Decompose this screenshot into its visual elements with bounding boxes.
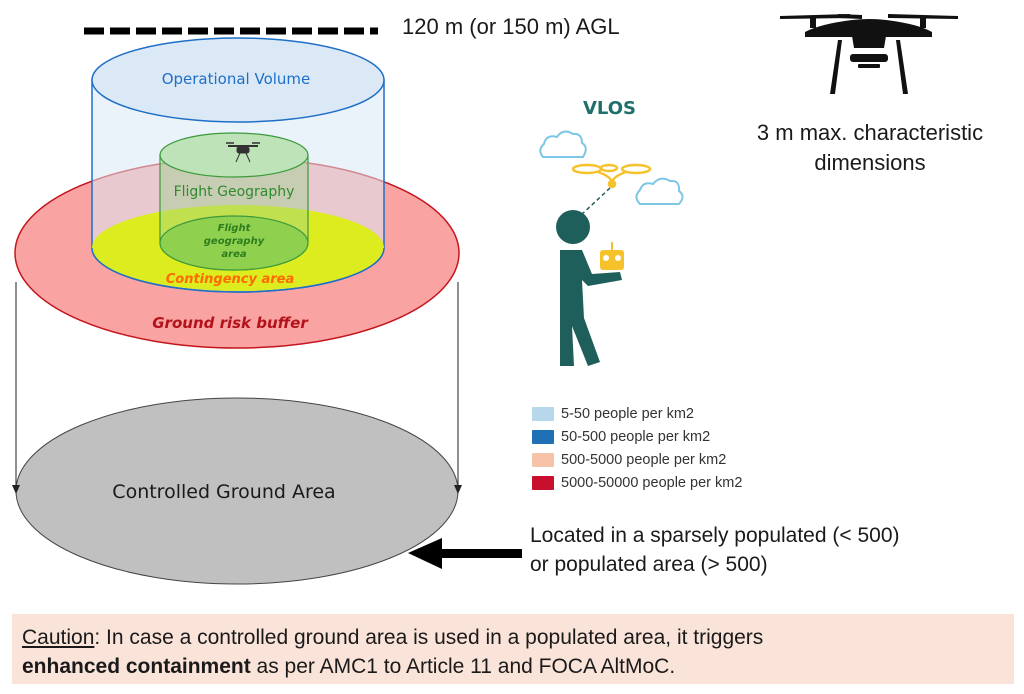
contingency-area-label: Contingency area	[166, 272, 295, 287]
population-density-legend: 5-50 people per km2 50-500 people per km…	[532, 404, 742, 496]
legend-item: 500-5000 people per km2	[532, 450, 742, 470]
flight-geography-area-label-1: Flight	[218, 223, 252, 234]
legend-swatch	[532, 476, 554, 490]
caution-box: Caution: In case a controlled ground are…	[12, 614, 1014, 684]
drone-dimension-label: 3 m max. characteristic dimensions	[756, 120, 984, 175]
caution-text-1: : In case a controlled ground area is us…	[94, 626, 764, 649]
operational-volume-label: Operational Volume	[162, 70, 311, 88]
caution-text-2: as per AMC1 to Article 11 and FOCA AltMo…	[250, 655, 676, 678]
caution-bold-text: enhanced containment	[22, 655, 251, 678]
drone-silhouette-icon	[780, 14, 958, 94]
arrow-head-right	[454, 485, 462, 494]
operational-volume-bottom-edge	[91, 247, 385, 293]
legend-item: 5-50 people per km2	[532, 404, 742, 424]
arrow-head-left	[12, 485, 20, 494]
legend-label: 500-5000 people per km2	[561, 452, 727, 468]
controlled-ground-area-label: Controlled Ground Area	[112, 481, 335, 503]
caution-prefix: Caution	[22, 626, 95, 649]
legend-swatch	[532, 430, 554, 444]
legend-item: 5000-50000 people per km2	[532, 473, 742, 493]
small-drone-icon	[226, 142, 260, 163]
altitude-label: 120 m (or 150 m) AGL	[402, 14, 620, 39]
location-note-line-1: Located in a sparsely populated (< 500)	[530, 524, 900, 547]
legend-label: 5000-50000 people per km2	[561, 475, 743, 491]
pilot-figure-icon	[556, 210, 622, 366]
line-of-sight	[579, 187, 611, 217]
cloud-icon-left	[539, 130, 587, 158]
flight-geography-area-label-3: area	[221, 249, 246, 260]
flight-geography-area-label-2: geography	[204, 236, 265, 247]
vlos-drone-icon	[571, 163, 652, 189]
location-note: Located in a sparsely populated (< 500) …	[530, 521, 900, 579]
legend-swatch	[532, 453, 554, 467]
operational-volume-top	[91, 37, 385, 123]
flight-geography-label: Flight Geography	[174, 184, 295, 200]
pointer-arrow-head	[408, 538, 442, 569]
cloud-icon-right	[635, 177, 684, 205]
ground-risk-buffer-label: Ground risk buffer	[152, 314, 309, 332]
legend-label: 50-500 people per km2	[561, 429, 711, 445]
legend-label: 5-50 people per km2	[561, 406, 694, 422]
remote-controller-icon	[600, 242, 624, 270]
flight-geography-area-ellipse	[159, 215, 309, 271]
vlos-label: VLOS	[583, 98, 637, 119]
location-note-line-2: or populated area (> 500)	[530, 553, 768, 576]
legend-swatch	[532, 407, 554, 421]
legend-item: 50-500 people per km2	[532, 427, 742, 447]
pointer-arrow-shaft	[440, 549, 522, 558]
flight-geography-top	[159, 132, 309, 178]
